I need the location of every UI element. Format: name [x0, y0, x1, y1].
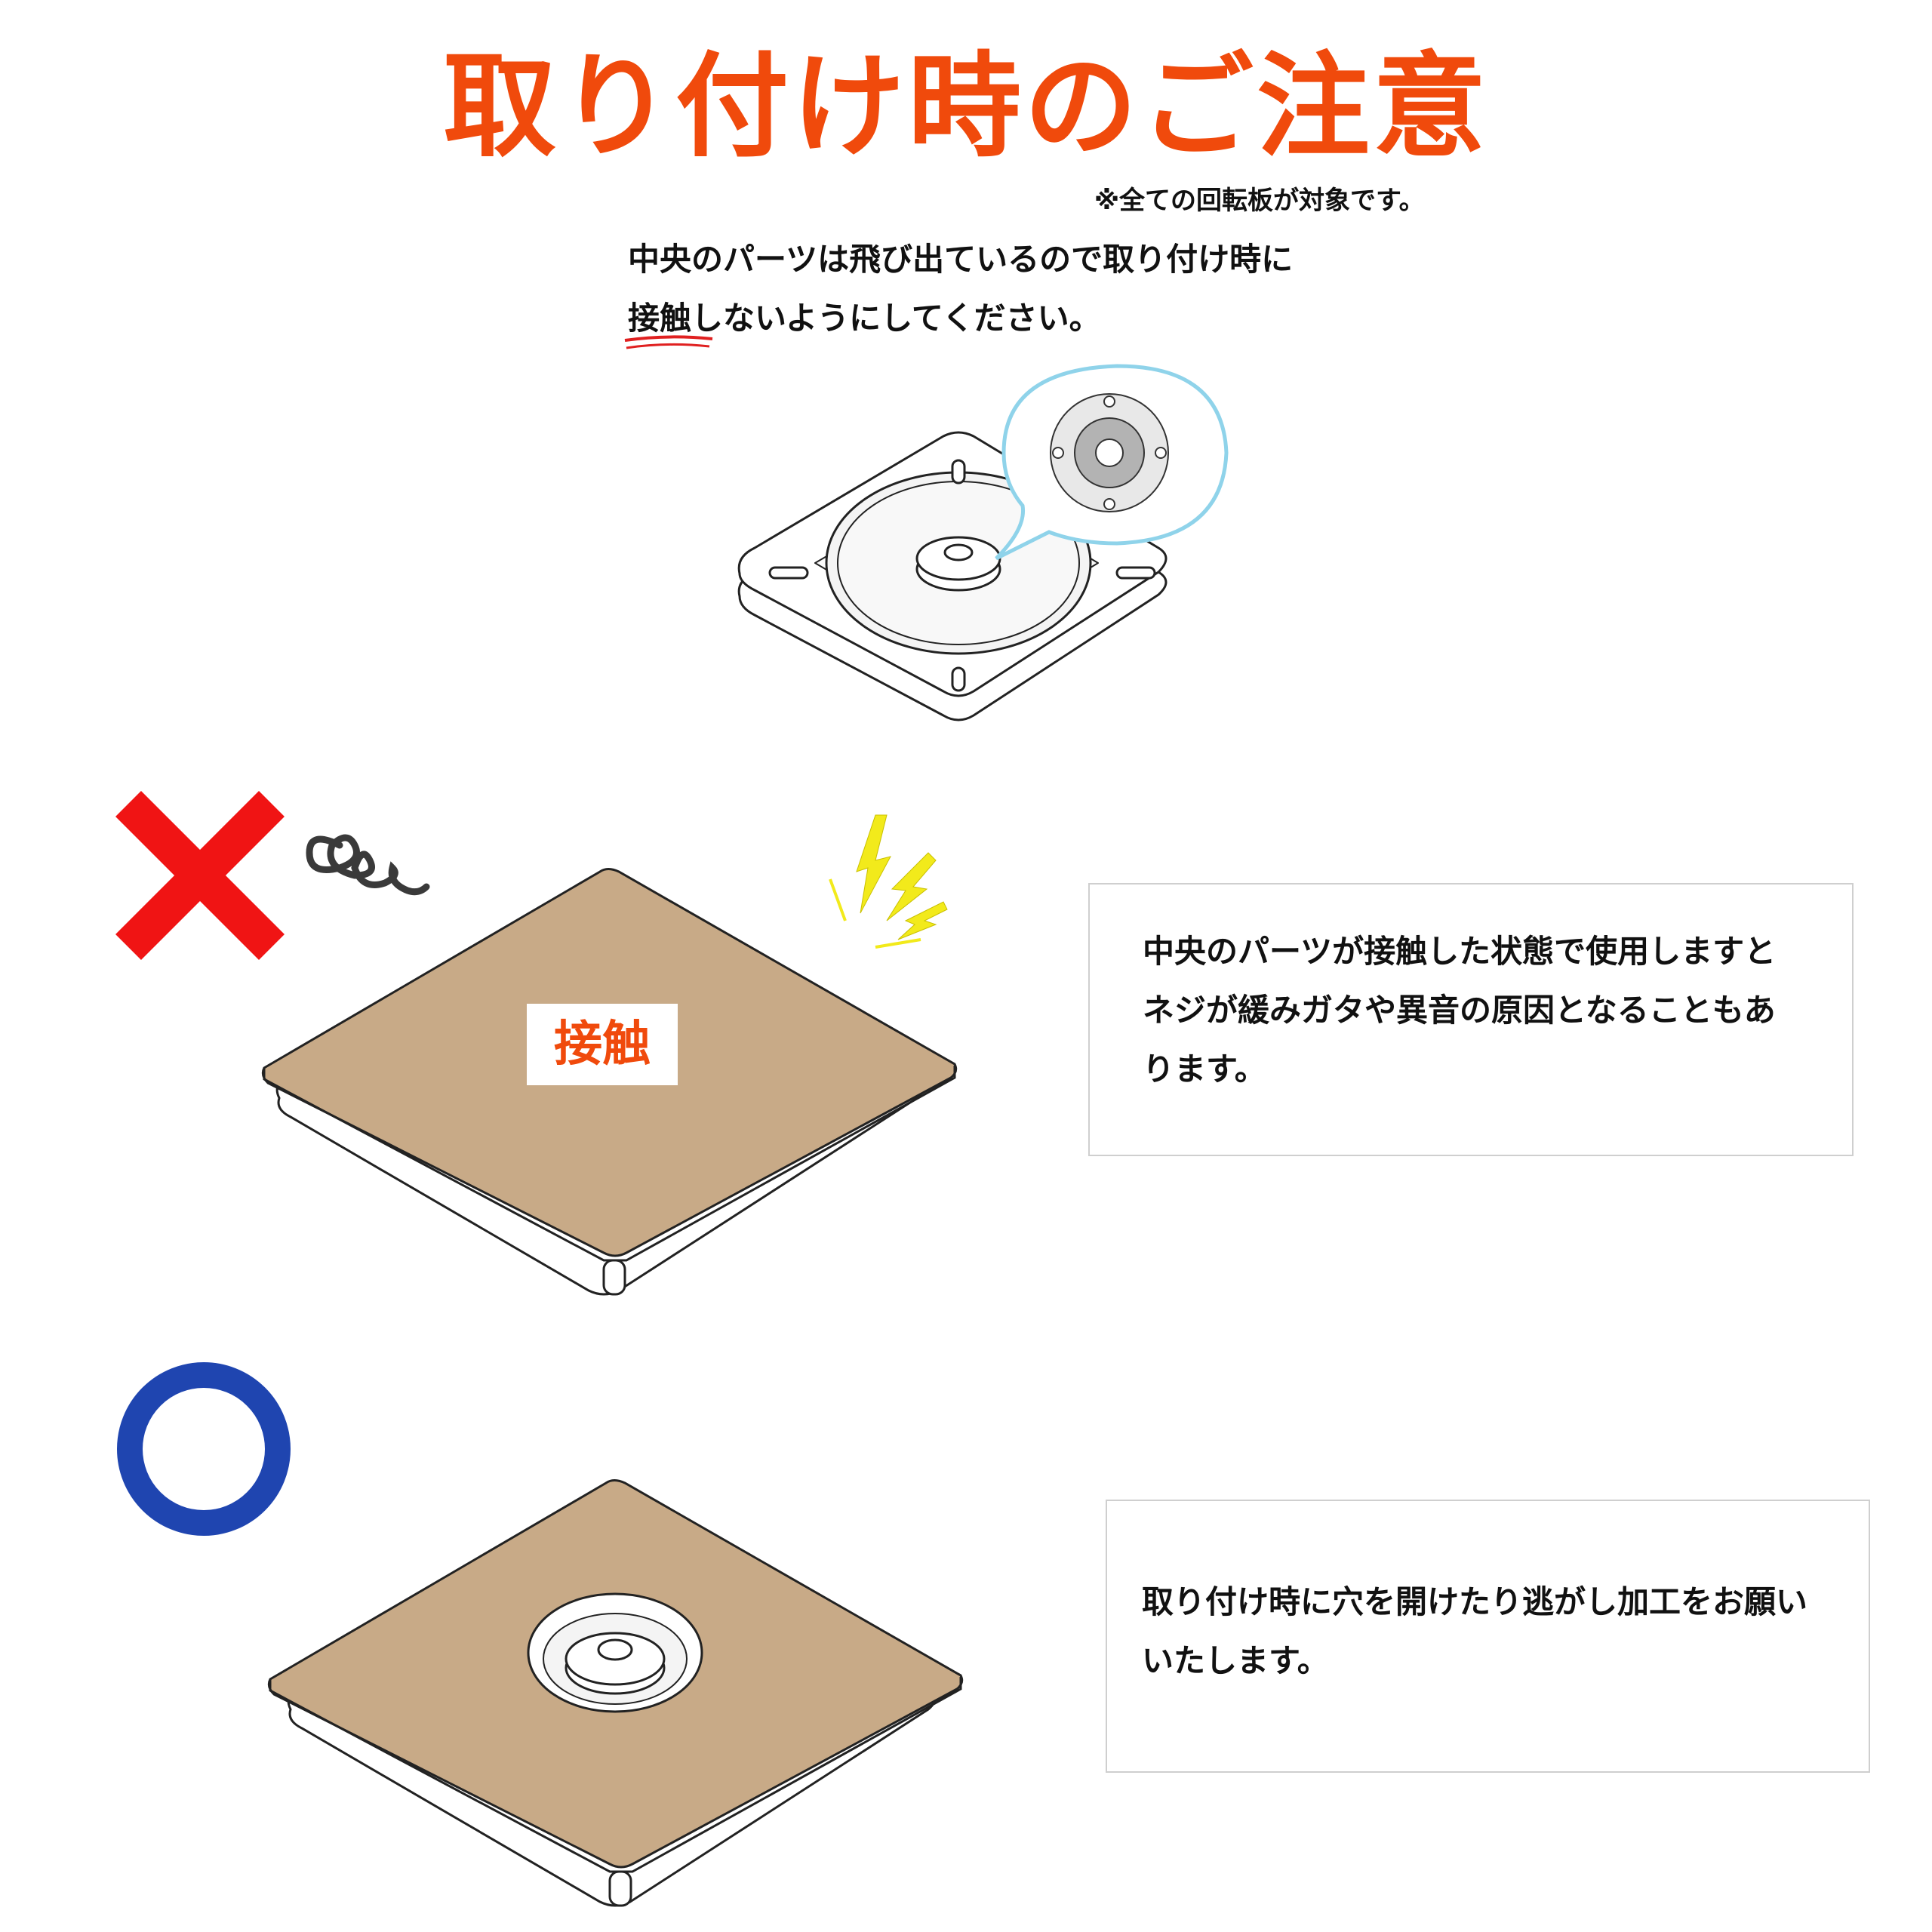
turntable-illustration: [737, 364, 1229, 721]
good-desc-line-1: 取り付け時に穴を開けたり逃がし加工をお願い: [1142, 1583, 1808, 1620]
bad-description-box: 中央のパーツが接触した状態で使用しますと ネジが緩みガタや異音の原因となることも…: [1088, 883, 1854, 1156]
good-installation-illustration: [267, 1479, 964, 1907]
page-title: 取り付け時のご注意: [442, 42, 1489, 173]
note-text: ※全ての回転板が対象です。: [1094, 186, 1425, 216]
bad-desc-line-3: ります。: [1143, 1051, 1266, 1088]
bad-installation-illustration: 接触: [261, 814, 958, 1296]
emphasis-word: 接触: [624, 289, 713, 349]
emphasis-text: 接触: [628, 300, 692, 337]
good-desc-line-2: いたします。: [1142, 1642, 1329, 1679]
intro-text: 中央のパーツは飛び出ているので取り付け時に 接触しないようにしてください。: [624, 230, 1294, 349]
intro-line-2-rest: しないようにしてください。: [691, 300, 1101, 337]
contact-label: 接触: [554, 1017, 651, 1072]
intro-line-1: 中央のパーツは飛び出ているので取り付け時に: [628, 241, 1294, 278]
bad-desc-line-1: 中央のパーツが接触した状態で使用しますと: [1143, 933, 1777, 970]
intro-line-2: 接触しないようにしてください。: [624, 289, 1293, 349]
good-description-box: 取り付け時に穴を開けたり逃がし加工をお願い いたします。: [1106, 1500, 1870, 1773]
red-underline-icon: [624, 335, 713, 349]
bad-desc-line-2: ネジが緩みガタや異音の原因となることもあ: [1143, 992, 1776, 1029]
cross-mark-icon: [115, 791, 285, 960]
circle-mark-icon: [117, 1362, 291, 1536]
